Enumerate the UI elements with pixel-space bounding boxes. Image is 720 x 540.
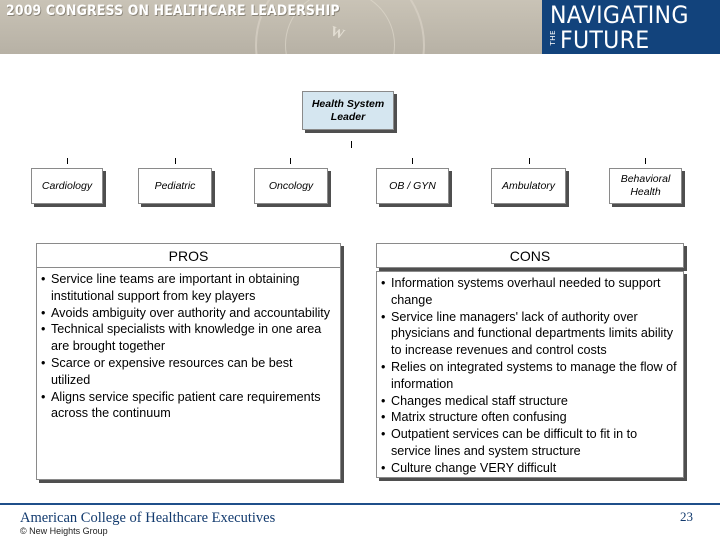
pros-heading: PROS <box>168 247 209 264</box>
leader-line-1: Health System <box>311 97 385 110</box>
behavioral-label-line-2: Health <box>630 186 661 198</box>
cons-item: •Outpatient services can be difficult to… <box>381 427 638 458</box>
cons-heading-box: CONS <box>376 243 684 268</box>
cons-heading: CONS <box>509 247 551 264</box>
connector-pediatric <box>175 158 176 164</box>
connector-cardiology <box>67 158 68 164</box>
cons-list: •Information systems overhaul needed to … <box>377 275 677 477</box>
behavioral-label-line-1: Behavioral <box>620 173 671 185</box>
footer-copyright: © New Heights Group <box>20 526 108 536</box>
connector-leader-stem <box>351 141 352 148</box>
cons-panel: •Information systems overhaul needed to … <box>376 271 684 478</box>
pros-item: •Scarce or expensive resources can be be… <box>41 355 293 387</box>
pediatric-label: Pediatric <box>154 179 196 192</box>
pros-item: •Avoids ambiguity over authority and acc… <box>41 305 331 320</box>
pros-item: •Aligns service specific patient care re… <box>41 389 321 421</box>
service-line-obgyn: OB / GYN <box>376 168 449 204</box>
pros-item: •Technical specialists with knowledge in… <box>41 322 322 354</box>
cons-item: •Relies on integrated systems to manage … <box>381 359 677 391</box>
ambulatory-label: Ambulatory <box>501 179 556 192</box>
cons-item: •Changes medical staff structure <box>381 393 568 408</box>
connector-oncology <box>290 158 291 164</box>
cons-item: •Service line managers' lack of authorit… <box>381 309 674 358</box>
pros-item: •Service line teams are important in obt… <box>41 272 300 303</box>
connector-ambulatory <box>529 158 530 164</box>
service-line-cardiology: Cardiology <box>31 168 103 204</box>
service-line-behavioral-health: Behavioral Health <box>609 168 682 204</box>
service-line-oncology: Oncology <box>254 168 328 204</box>
logo-navigating: NAVIGATING <box>550 1 689 29</box>
cardiology-label: Cardiology <box>41 179 93 192</box>
congress-title: 2009 CONGRESS ON HEALTHCARE LEADERSHIP <box>6 3 340 19</box>
header-banner: W 2009 CONGRESS ON HEALTHCARE LEADERSHIP… <box>0 0 720 54</box>
pros-panel: •Service line teams are important in obt… <box>36 267 341 480</box>
service-line-ambulatory: Ambulatory <box>491 168 566 204</box>
pros-list: •Service line teams are important in obt… <box>37 271 332 422</box>
pros-heading-box: PROS <box>36 243 341 268</box>
obgyn-label: OB / GYN <box>389 179 436 192</box>
footer-divider <box>0 503 720 505</box>
footer-organization: American College of Healthcare Executive… <box>20 510 276 526</box>
logo-the: THE <box>549 30 557 46</box>
navigating-the-future-logo: NAVIGATING THE FUTURE <box>542 0 720 54</box>
logo-future: FUTURE <box>560 26 650 54</box>
connector-obgyn <box>412 158 413 164</box>
page-number: 23 <box>680 509 693 524</box>
cons-item: •Culture change VERY difficult <box>381 460 557 475</box>
oncology-label: Oncology <box>268 179 314 192</box>
connector-behavioral <box>645 158 646 164</box>
cons-item: •Information systems overhaul needed to … <box>381 276 661 307</box>
service-line-pediatric: Pediatric <box>138 168 212 204</box>
cons-item: •Matrix structure often confusing <box>381 410 567 425</box>
leader-box: Health System Leader <box>302 91 394 130</box>
leader-line-2: Leader <box>330 110 366 123</box>
